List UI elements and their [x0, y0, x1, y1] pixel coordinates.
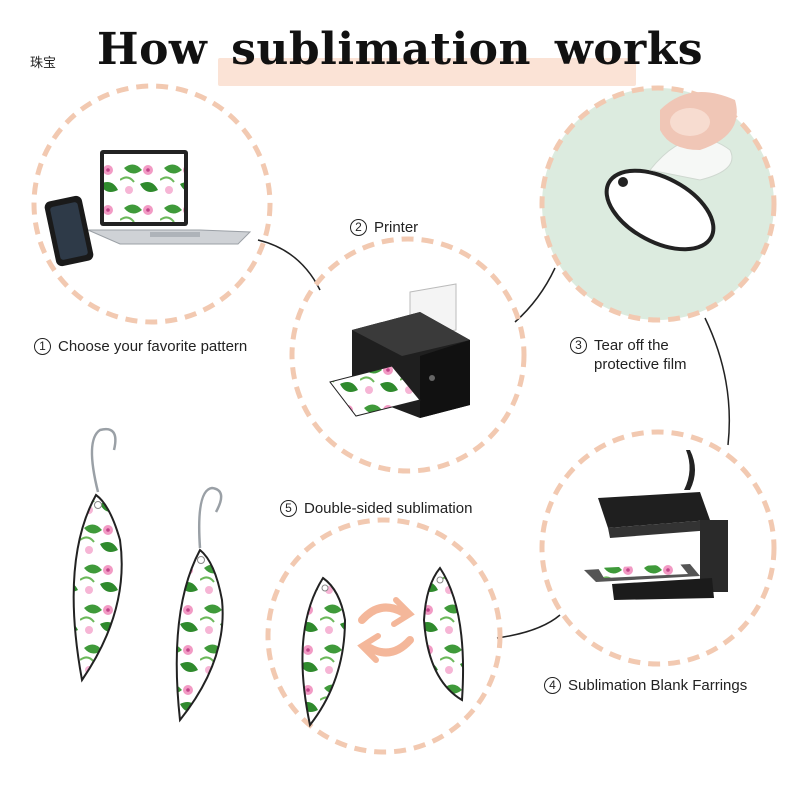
- corner-label: 珠宝: [30, 55, 57, 70]
- earring-large-left: [72, 427, 123, 683]
- heat-press-icon: [584, 450, 728, 600]
- printer-icon: [329, 283, 470, 418]
- step-number-badge: 1: [34, 338, 51, 355]
- step-number-badge: 4: [544, 677, 561, 694]
- phone-icon: [44, 195, 94, 267]
- step-5-label: Double-sided sublimation: [304, 500, 473, 517]
- ring-step1: [31, 83, 273, 325]
- step-2-caption: 2 Printer: [350, 218, 418, 237]
- earring-large-right: [175, 486, 224, 723]
- step-number-badge: 5: [280, 500, 297, 517]
- step-2-label: Printer: [374, 219, 419, 236]
- page-title: How sublimation works: [97, 24, 703, 75]
- step-3-label-line1: Tear off the: [594, 337, 669, 354]
- step-5-caption: 5 Double-sided sublimation: [280, 499, 472, 518]
- dashed-rings: [31, 83, 777, 755]
- ring-step2: [289, 236, 527, 474]
- oval-blank: [604, 168, 716, 252]
- laptop-icon: [87, 150, 252, 245]
- ring-step4: [539, 429, 777, 667]
- title-highlight: [218, 58, 636, 86]
- step-3-label-line2: protective film: [594, 356, 687, 373]
- step-3-caption: 3 Tear off the protective film: [570, 336, 687, 374]
- step-number-badge: 2: [350, 219, 367, 236]
- step-1-caption: 1 Choose your favorite pattern: [34, 337, 247, 356]
- earring-right-sublimation: [422, 566, 465, 702]
- step-number-badge: 3: [570, 337, 587, 354]
- step-4-caption: 4 Sublimation Blank Farrings: [544, 676, 747, 695]
- step-1-label: Choose your favorite pattern: [58, 338, 248, 355]
- tear-film-photo: [539, 85, 777, 323]
- peeled-film: [649, 138, 733, 181]
- earring-left-sublimation: [301, 576, 347, 728]
- step-4-label: Sublimation Blank Farrings: [568, 677, 748, 694]
- ring-step5: [265, 517, 503, 755]
- swap-arrows-icon: [357, 597, 415, 663]
